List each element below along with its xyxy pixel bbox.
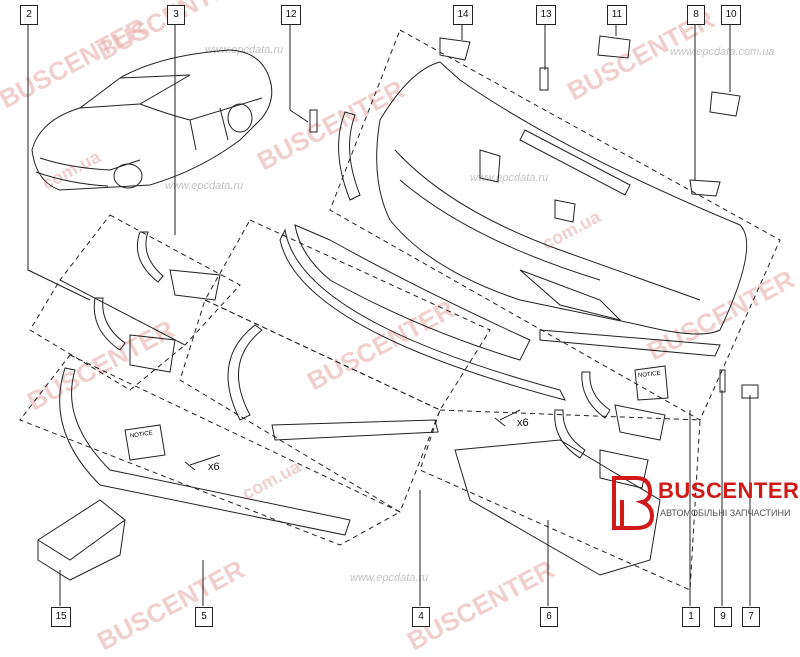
screw-9: [719, 369, 726, 393]
foglamp-trim: [581, 371, 611, 419]
callout-5: 5: [195, 607, 213, 627]
center-trim: [271, 419, 439, 441]
clip-7: [741, 384, 759, 399]
foglamp-trim: [136, 231, 164, 283]
foglamp-bezel: [614, 404, 666, 441]
quantity-label: x6: [517, 417, 529, 429]
brand-subtitle: АВТОМОБІЛЬНІ ЗАПЧАСТИНИ: [660, 508, 791, 518]
group-boxes: [19, 29, 781, 591]
undertray-lower: [454, 439, 661, 576]
callout-3: 3: [167, 5, 185, 25]
watermark: www.epcdata.ru: [165, 180, 244, 192]
screw-13: [539, 67, 549, 91]
bracket-11: [597, 35, 631, 59]
callout-8: 8: [687, 5, 705, 25]
callout-15: 15: [51, 607, 71, 627]
hardware-kit-box: [37, 519, 126, 561]
car-illustration: [31, 49, 273, 191]
callout-6: 6: [540, 607, 558, 627]
undertray-upper: [279, 224, 566, 401]
callout-13: 13: [536, 5, 556, 25]
foglamp-bezel: [129, 334, 176, 373]
clip-fastener: [184, 454, 221, 471]
bracket-8: [689, 179, 721, 197]
side-trim-left: [338, 111, 361, 201]
callout-14: 14: [453, 5, 473, 25]
watermark: www.epcdata.ru: [350, 572, 429, 584]
notice-card: [124, 424, 166, 461]
lower-trim: [539, 329, 721, 357]
grille-bar: [519, 129, 631, 196]
callout-7: 7: [742, 607, 760, 627]
callout-11: 11: [607, 5, 627, 25]
foglamp-bezel: [169, 269, 221, 301]
brand-name: BUSCENTER: [658, 478, 800, 503]
foglamp-trim: [93, 297, 126, 351]
notice-card: [634, 365, 669, 401]
hardware-kit-box: [37, 499, 126, 581]
callout-12: 12: [281, 5, 301, 25]
foglamp-trim: [554, 409, 586, 459]
bracket: [554, 199, 576, 223]
watermark: www.epcdata.ru: [470, 172, 549, 184]
brand-logo: BUSCENTER АВТОМОБІЛЬНІ ЗАПЧАСТИНИ: [606, 470, 800, 530]
callout-10: 10: [721, 5, 741, 25]
watermark: www.epcdata.ru: [205, 44, 284, 56]
side-trim-right: [227, 324, 263, 421]
clip-fastener: [494, 409, 521, 427]
callout-2: 2: [20, 5, 38, 25]
leader-lines: [27, 20, 751, 606]
quantity-label: x6: [208, 461, 220, 473]
brand-mark-icon: [612, 476, 655, 530]
bracket-10: [709, 91, 741, 117]
bracket-14: [439, 37, 471, 61]
callout-1: 1: [682, 607, 700, 627]
callout-9: 9: [714, 607, 732, 627]
lower-lip: [59, 367, 351, 536]
screw-12: [309, 109, 318, 133]
foglamp-bezel: [599, 449, 649, 489]
callout-4: 4: [412, 607, 430, 627]
bracket: [479, 149, 501, 183]
bumper-cover: [376, 61, 748, 335]
watermark: www.epcdata.com.ua: [670, 46, 775, 58]
